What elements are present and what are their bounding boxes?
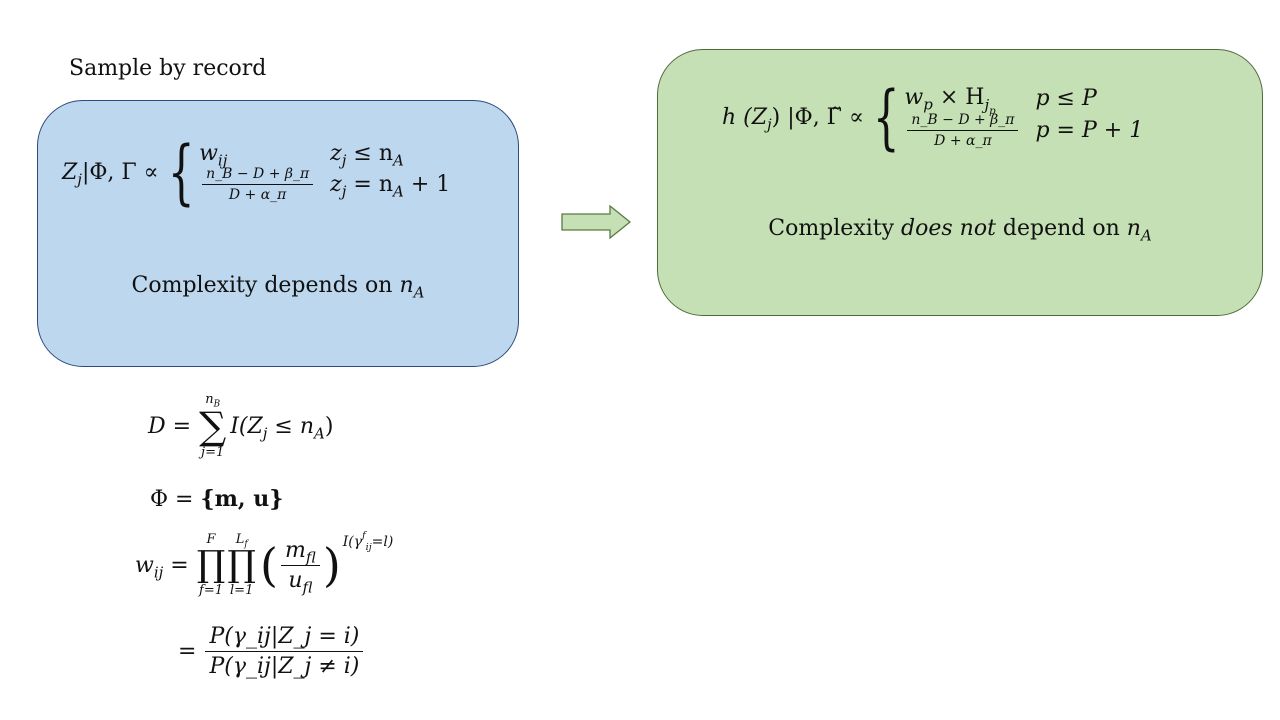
- equation-p: = P(γ_ij|Z_j = i) P(γ_ij|Z_j ≠ i): [178, 624, 366, 679]
- equation-w-exponent: I(γfij=l): [342, 530, 394, 553]
- right-formula: h (Zj) |Φ, Γ̃ ∝ { wp × Hjp p ≤ P n_B − D…: [722, 82, 1157, 152]
- product-symbol-l: Lf ∏ l=1: [227, 532, 257, 598]
- left-brace: {: [167, 131, 195, 213]
- left-case2-cond: zj = nA + 1: [330, 172, 451, 201]
- equation-w-lhs: wij =: [135, 552, 189, 581]
- right-box: h (Zj) |Φ, Γ̃ ∝ { wp × Hjp p ≤ P n_B − D…: [657, 49, 1263, 316]
- equation-d-body: I(Zj ≤ nA): [230, 413, 334, 442]
- summation-symbol: nB ∑ j=1: [199, 392, 227, 460]
- equation-p-ratio: P(γ_ij|Z_j = i) P(γ_ij|Z_j ≠ i): [205, 624, 364, 679]
- equation-w: wij = F ∏ f=1 Lf ∏ l=1 ( mfl ufl ) I(γfi…: [135, 530, 394, 598]
- right-case2-cond: p = P + 1: [1035, 117, 1144, 143]
- equation-d: D = nB ∑ j=1 I(Zj ≤ nA): [148, 392, 333, 460]
- left-case1-cond: zj ≤ nA: [330, 141, 404, 170]
- equation-w-ratio: mfl ufl: [280, 538, 320, 594]
- caption: Sample by record: [69, 56, 267, 81]
- left-complexity: Complexity depends on nA: [131, 273, 425, 302]
- left-case1-value: wij: [199, 141, 228, 170]
- equation-d-lhs: D =: [148, 413, 192, 439]
- product-symbol-f: F ∏ f=1: [196, 532, 226, 598]
- left-lhs: Zj|Φ, Γ ∝: [62, 159, 159, 188]
- right-case1-cond: p ≤ P: [1035, 86, 1097, 111]
- right-arrow-icon: [561, 204, 632, 240]
- right-case1-value: wp × Hjp: [904, 85, 996, 117]
- right-lhs: h (Zj) |Φ, Γ̃ ∝: [722, 104, 864, 133]
- equation-phi: Φ = {m, u}: [150, 486, 284, 512]
- right-brace: {: [872, 76, 900, 158]
- right-complexity: Complexity does not depend on nA: [768, 216, 1152, 245]
